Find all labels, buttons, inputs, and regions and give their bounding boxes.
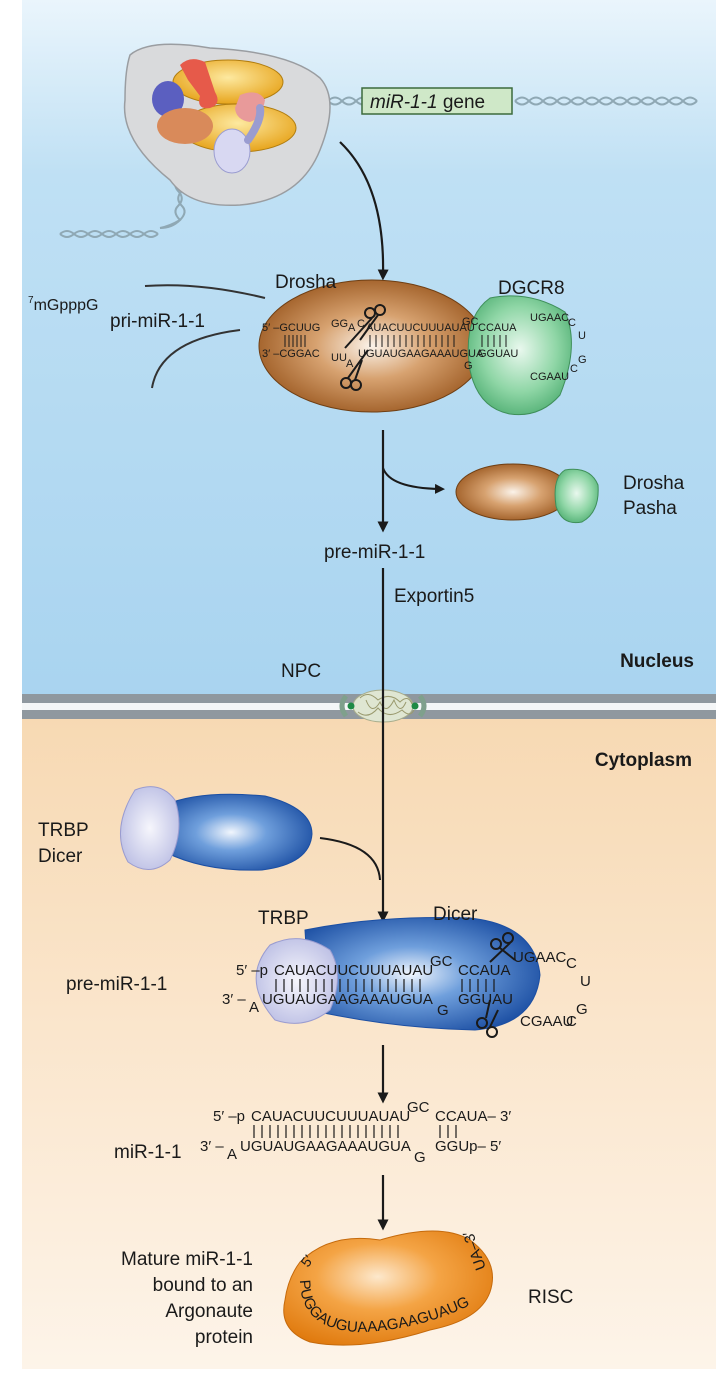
drosha-top-strand: AUACUUCUUUAUAU <box>366 322 475 334</box>
mir-bottom-a: A <box>227 1146 237 1163</box>
drosha-loop-c: C <box>568 317 576 329</box>
drosha-loop-bottom: CGAAU <box>530 371 569 383</box>
drosha-loop-c2: C <box>570 363 578 375</box>
dicer-rna-duplex: 5′ –p CAUACUUCUUUAUAU GC CCAUA UGAAC C U… <box>222 949 591 1030</box>
pre-mirna-dicer-label: pre-miR-1-1 <box>66 974 167 995</box>
argonaute-protein <box>283 1230 493 1346</box>
dicer-bottom-strand: UGUAUGAAGAAAUGUA <box>262 991 433 1008</box>
drosha-label: Drosha <box>275 272 337 293</box>
nucleus-label: Nucleus <box>620 651 694 672</box>
drosha-scissors-icon <box>340 304 386 391</box>
dicer-top-strand: CAUACUUCUUUAUAU <box>274 962 433 979</box>
trbp-label: TRBP <box>258 908 309 929</box>
arrow-dicer-join <box>319 837 381 881</box>
release-pasha-label: Pasha <box>623 498 677 519</box>
cap-label: 7mGpppG <box>28 295 98 314</box>
drosha-top-right: CCAUA <box>478 322 517 334</box>
mature-label-line4: protein <box>195 1327 253 1348</box>
arrow-transcription <box>339 141 389 281</box>
free-dicer-label: Dicer <box>38 846 83 867</box>
drosha-bottom-uu: UU <box>331 352 347 364</box>
free-trbp-label: TRBP <box>38 820 89 841</box>
dicer-complex <box>255 917 541 1031</box>
drosha-bottom-a: A <box>346 358 354 370</box>
dicer-loop-c2: C <box>566 1013 577 1030</box>
dicer-loop-g: G <box>576 1001 588 1018</box>
dicer-bottom-g: G <box>437 1002 449 1019</box>
dicer-scissors-icon <box>476 932 516 1038</box>
dicer-loop-u: U <box>580 973 591 990</box>
drosha-top-bulge: GG <box>331 318 348 330</box>
release-drosha-label: Drosha <box>623 473 685 494</box>
drosha-bottom-strand: UGUAUGAAGAAAUGUA <box>358 348 484 360</box>
drosha-top-5prime: 5′ –GCUUG <box>262 322 320 334</box>
drosha-loop-top: UGAAC <box>530 312 569 324</box>
mir-bottom-right: GGUp– 5′ <box>435 1138 501 1155</box>
mir-bottom-g: G <box>414 1149 426 1166</box>
pre-mirna-label: pre-miR-1-1 <box>324 542 425 563</box>
dicer-top-gc: GC <box>430 953 453 970</box>
dgcr8-label: DGCR8 <box>498 278 565 299</box>
dicer-bottom-right: GGUAU <box>458 991 513 1008</box>
drosha-top-a: A <box>348 322 356 334</box>
dicer-loop-top: UGAAC <box>513 949 567 966</box>
free-trbp-dicer <box>119 786 313 871</box>
dicer-top-5prime: 5′ –p <box>236 962 268 979</box>
mir-top-5prime: 5′ –p <box>213 1108 245 1125</box>
mir-bottom-3prime: 3′ – <box>200 1138 224 1155</box>
cytoplasm-label: Cytoplasm <box>595 750 692 771</box>
dicer-bottom-3prime: 3′ – <box>222 991 246 1008</box>
dicer-loop-bottom: CGAAU <box>520 1013 573 1030</box>
dna-helix <box>59 96 698 238</box>
drosha-rna-duplex: 5′ –GCUUG GG A C AUACUUCUUUAUAU GC CCAUA… <box>262 312 587 383</box>
mir-top-right: CCAUA– 3′ <box>435 1108 511 1125</box>
risc-label: RISC <box>528 1287 573 1308</box>
gene-box <box>361 87 513 115</box>
drosha-bottom-g: G <box>464 360 473 372</box>
mature-label-line2: bound to an <box>153 1275 253 1296</box>
mir-duplex-label: miR-1-1 <box>114 1142 182 1163</box>
dicer-bottom-a: A <box>249 999 259 1016</box>
drosha-top-c: C <box>357 318 365 330</box>
pri-mirna-label: pri-miR-1-1 <box>110 311 205 332</box>
mir-bottom-strand: UGUAUGAAGAAAUGUA <box>240 1138 411 1155</box>
dicer-loop-c: C <box>566 955 577 972</box>
arrow-release <box>382 467 445 494</box>
dicer-label: Dicer <box>433 904 478 925</box>
mature-label-line1: Mature miR-1-1 <box>121 1249 253 1270</box>
drosha-loop-u: U <box>578 330 586 342</box>
released-drosha-pasha <box>455 463 599 524</box>
drosha-bottom-right: GGUAU <box>478 348 518 360</box>
drosha-bottom-3prime: 3′ –CGGAC <box>262 348 320 360</box>
mir-top-strand: CAUACUUCUUUAUAU <box>251 1108 410 1125</box>
npc-label: NPC <box>281 661 321 682</box>
mir-top-gc: GC <box>407 1099 430 1116</box>
transcription-complex <box>123 43 331 207</box>
exportin5-label: Exportin5 <box>394 586 474 607</box>
mir-rna-duplex: 5′ –p CAUACUUCUUUAUAU GC CCAUA– 3′ 3′ – … <box>200 1099 511 1166</box>
gene-label: miR-1-1 gene <box>370 92 485 113</box>
drosha-top-gc: GC <box>462 316 479 328</box>
drosha-complex <box>144 279 572 416</box>
drosha-loop-g: G <box>578 354 587 366</box>
dicer-top-right: CCAUA <box>458 962 511 979</box>
mature-label-line3: Argonaute <box>165 1301 253 1322</box>
